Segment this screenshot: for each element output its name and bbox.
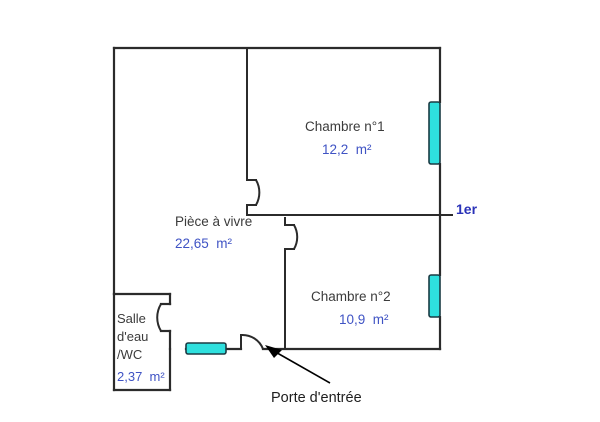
door-swing-icon-entry: [240, 333, 264, 350]
window-icon-salle-d-eau: [185, 342, 227, 355]
door-swing-icon-chambre1: [255, 179, 261, 206]
entry-door: [240, 333, 264, 350]
room-label-chambre-1-area: 12,2 m²: [322, 142, 372, 157]
window-icon-chambre1: [428, 101, 441, 165]
arrow-icon-entry-door: [265, 345, 282, 358]
room-label-salle-d-eau-area: 2,37 m²: [117, 369, 165, 384]
entry-door-caption: Porte d'entrée: [271, 390, 362, 406]
salle-d-eau-walls: [112, 292, 172, 392]
room-label-chambre-2-area: 10,9 m²: [339, 312, 389, 327]
door-swing-icon-bathroom: [156, 303, 162, 332]
door-swing-icon-chambre2: [293, 224, 299, 250]
level-label: 1er: [456, 201, 478, 217]
room-label-salle-d-eau-line3: /WC: [117, 347, 143, 362]
room-label-chambre-2-name: Chambre n°2: [311, 289, 391, 304]
room-label-chambre-1-name: Chambre n°1: [305, 119, 385, 134]
entry-door-leader: [265, 345, 331, 384]
windows: [185, 101, 441, 355]
room-label-salle-d-eau-line1: Salle: [117, 311, 146, 326]
exterior-walls: [112, 46, 442, 351]
room-label-piece-a-vivre-name: Pièce à vivre: [175, 214, 253, 229]
window-icon-chambre2: [428, 274, 441, 318]
interior-wall-chambre2: [284, 217, 299, 350]
room-label-piece-a-vivre-area: 22,65 m²: [175, 236, 233, 251]
room-label-salle-d-eau-line2: d'eau: [117, 329, 149, 344]
leader-line: [271, 349, 331, 384]
interior-wall-chambre1: [246, 47, 261, 216]
